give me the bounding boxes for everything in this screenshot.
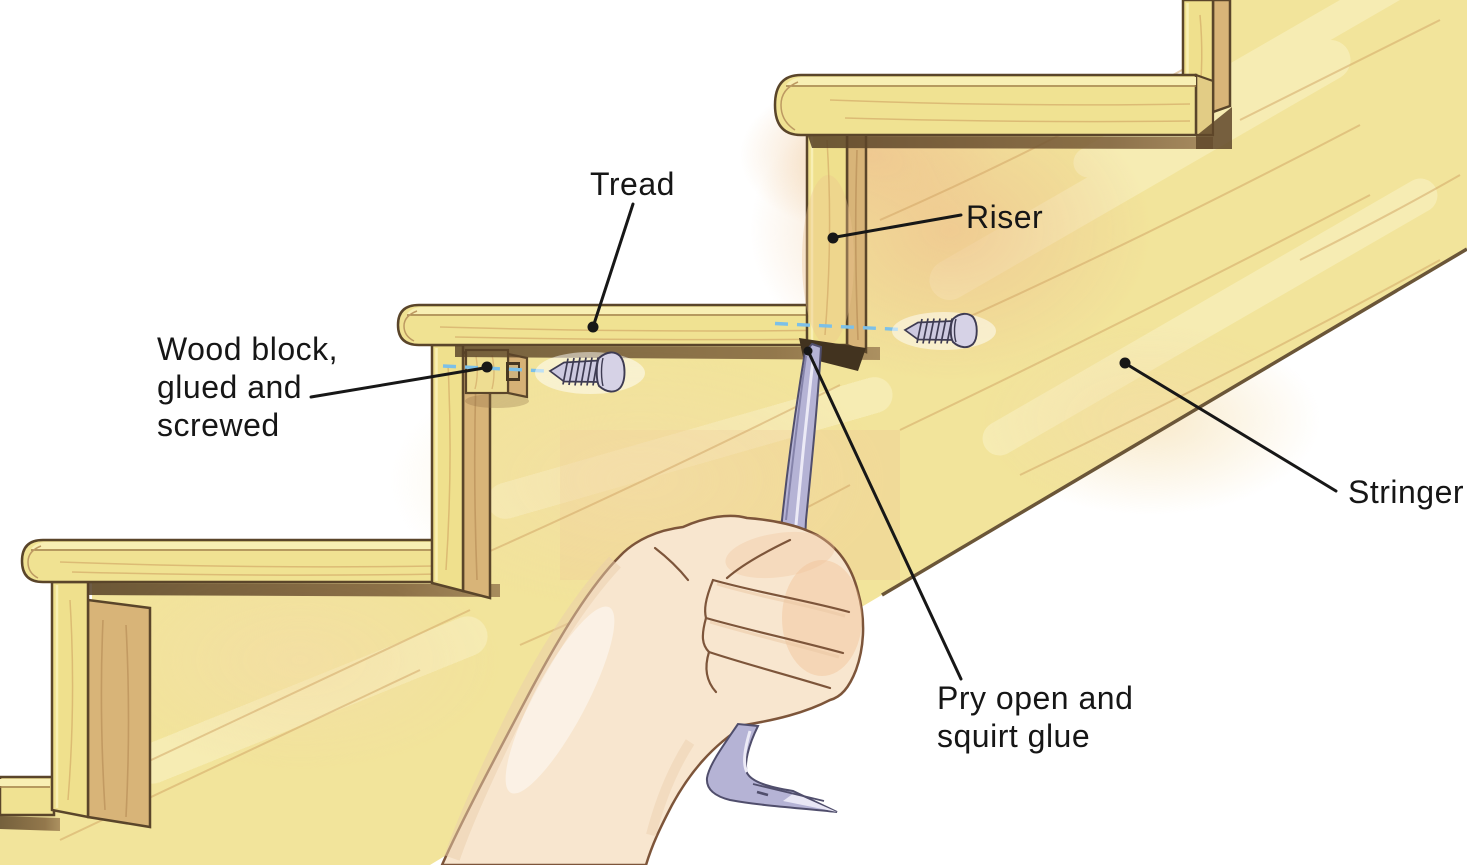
wood-block-leader-line xyxy=(309,366,486,399)
shadow-notch-corner xyxy=(1196,107,1232,149)
stringer-edge xyxy=(881,247,1467,597)
tread-leader-dot xyxy=(587,321,599,333)
pry-leader-dot xyxy=(803,346,813,356)
wood-block-leader-dot xyxy=(481,361,493,373)
finger-creases xyxy=(653,538,851,694)
stringer-leader-dot xyxy=(1119,357,1131,369)
pilot-hole-guides xyxy=(442,321,902,373)
hand xyxy=(440,514,865,865)
screw-lower-head xyxy=(595,351,626,393)
wood-block xyxy=(464,348,529,408)
pry-bar-shaft xyxy=(777,342,823,563)
callout-dots xyxy=(481,232,1131,373)
wood-block-label-line1: Wood block, xyxy=(157,331,338,367)
bottom-riser-board xyxy=(50,580,152,829)
pry-tip-highlight xyxy=(783,793,837,812)
top-tread-board xyxy=(773,73,1232,149)
middle-tread-board xyxy=(396,303,880,360)
shadow-under-partial-tread xyxy=(0,816,60,831)
riser-leader-line xyxy=(834,213,963,239)
screw-lower xyxy=(535,351,645,394)
lower-partial-tread-board xyxy=(0,775,60,831)
shadow-under-top-tread xyxy=(808,136,1213,149)
shadow-under-lower-tread xyxy=(88,583,500,597)
tread-leader-line xyxy=(592,202,635,326)
stringer-leader-line xyxy=(1126,363,1338,493)
wood-block-label-line2: glued and xyxy=(157,369,302,405)
callout-leaders xyxy=(309,202,1338,681)
callout-labels: Tread Riser Wood block, glued and screwe… xyxy=(157,166,1464,754)
screw-upper-head xyxy=(949,312,978,349)
upper-riser-board xyxy=(799,116,868,371)
pry-label-line2: squirt glue xyxy=(937,718,1090,754)
stringer-label: Stringer xyxy=(1348,474,1464,510)
riser-label: Riser xyxy=(966,199,1043,235)
top-riser-side-face xyxy=(1211,0,1232,114)
pry-leader-line xyxy=(807,351,963,681)
pry-label-line1: Pry open and xyxy=(937,680,1133,716)
bottom-riser-side-face xyxy=(86,598,152,829)
tread-label: Tread xyxy=(590,166,675,202)
screw-upper xyxy=(892,312,996,350)
wood-block-label-line3: screwed xyxy=(157,407,280,443)
lower-tread-board xyxy=(20,538,500,597)
pry-bar-hook xyxy=(705,722,838,813)
middle-riser-board xyxy=(430,343,492,600)
pilot-line-block xyxy=(442,364,547,373)
riser-leader-dot xyxy=(827,232,839,244)
